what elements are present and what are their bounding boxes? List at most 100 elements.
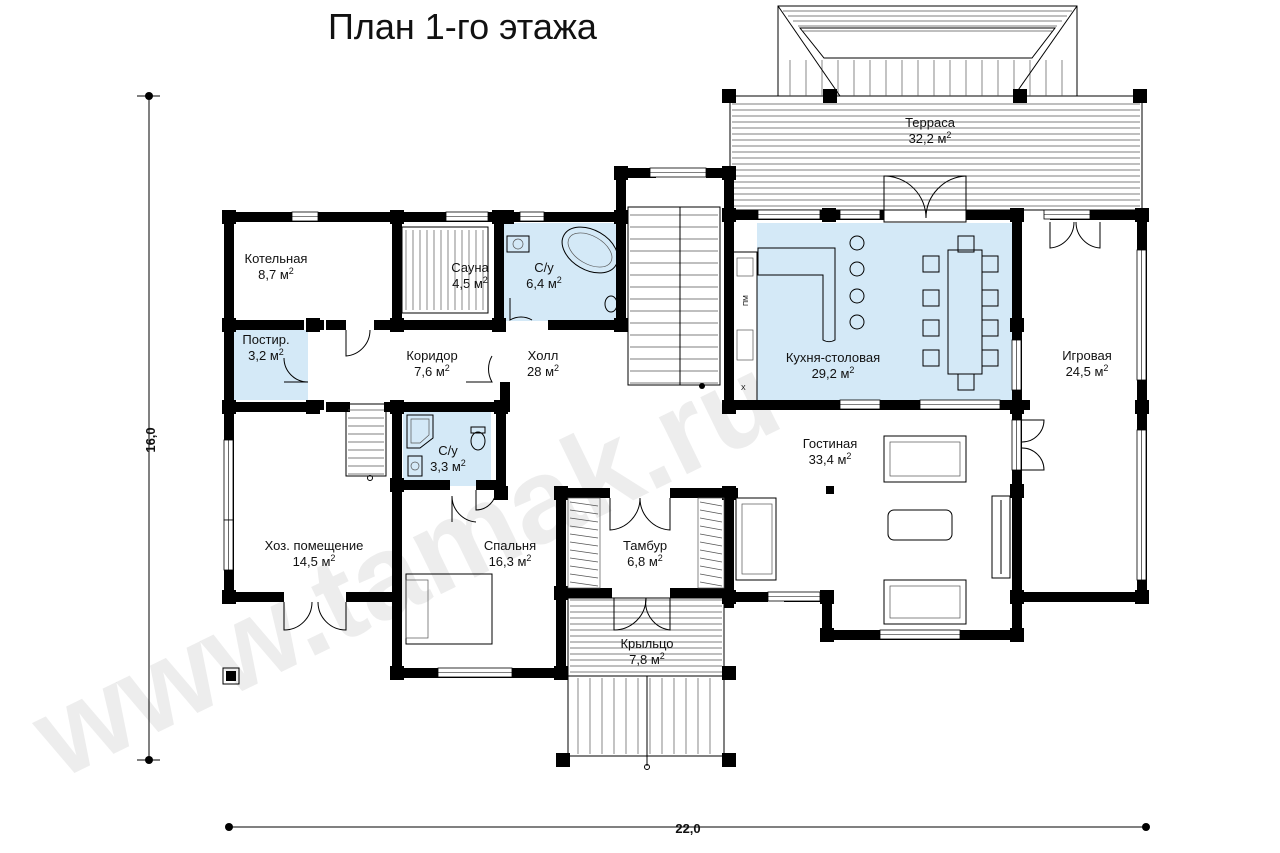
dishwasher-label: ПМ [743, 295, 750, 306]
room-area-unit: м [321, 554, 330, 569]
log-posts [222, 89, 1149, 767]
room-area: 29,2 м2 [812, 365, 855, 381]
room-area-unit: м [651, 652, 660, 667]
room-area-unit-sup: 2 [483, 275, 488, 285]
room-name: Холл [528, 348, 559, 363]
room-area: 32,2 м2 [909, 130, 952, 146]
room-area-unit: м [840, 366, 849, 381]
room-area-value: 3,2 [248, 348, 270, 363]
room-area-value: 14,5 [293, 554, 322, 569]
room-name: Сауна [451, 260, 489, 275]
room-area-unit-sup: 2 [946, 130, 951, 140]
room-name: Терраса [905, 115, 956, 130]
tv-stand [991, 495, 1011, 579]
wet-area-su1 [503, 223, 620, 321]
room-area: 6,8 м2 [627, 553, 663, 569]
room-area-value: 28 [527, 364, 545, 379]
wet-areas [232, 223, 1013, 486]
room-area-unit: м [280, 267, 289, 282]
room-area-unit-sup: 2 [279, 347, 284, 357]
room-area-value: 33,4 [809, 452, 838, 467]
room-area: 8,7 м2 [258, 266, 294, 282]
room-label-postir: Постир.3,2 м2 [242, 332, 289, 363]
room-area-unit: м [452, 459, 461, 474]
page-title: План 1-го этажа [328, 6, 597, 47]
room-label-su2: С/у3,3 м2 [430, 443, 466, 474]
room-area-value: 6,8 [627, 554, 649, 569]
room-area-value: 7,8 [629, 652, 651, 667]
room-area-value: 16,3 [489, 554, 518, 569]
room-name: С/у [534, 260, 554, 275]
room-name: Коридор [406, 348, 457, 363]
dimension-horizontal: 22,0 [225, 821, 1150, 836]
room-name: Гостиная [803, 436, 858, 451]
toilet-icon [604, 295, 618, 313]
room-area-value: 4,5 [452, 276, 474, 291]
room-area-unit: м [649, 554, 658, 569]
room-area-value: 3,3 [430, 459, 452, 474]
room-area: 4,5 м2 [452, 275, 488, 291]
room-name: Спальня [484, 538, 536, 553]
room-area-unit: м [436, 364, 445, 379]
dimension-width: 22,0 [675, 821, 700, 836]
room-name: Тамбур [623, 538, 667, 553]
room-name: Хоз. помещение [265, 538, 364, 553]
shower-icon [406, 414, 434, 449]
room-area-unit-sup: 2 [849, 365, 854, 375]
room-name: С/у [438, 443, 458, 458]
room-area-unit: м [517, 554, 526, 569]
bathtub-icon [561, 226, 619, 274]
watermark: www.tamak.ru [12, 328, 799, 804]
porch [567, 597, 725, 770]
room-area-unit-sup: 2 [846, 451, 851, 461]
room-area-unit-sup: 2 [557, 275, 562, 285]
room-area-value: 32,2 [909, 131, 938, 146]
room-name: Крыльцо [620, 636, 673, 651]
room-area: 14,5 м2 [293, 553, 336, 569]
room-area: 24,5 м2 [1066, 363, 1109, 379]
dimension-vertical: 16,0 [137, 92, 160, 764]
kitchen-counter [732, 251, 758, 403]
room-name: Кухня-столовая [786, 350, 880, 365]
wet-area-kitchen [757, 223, 1013, 401]
room-area: 3,2 м2 [248, 347, 284, 363]
room-area-value: 8,7 [258, 267, 280, 282]
room-area: 28 м2 [527, 363, 559, 379]
room-area: 6,4 м2 [526, 275, 562, 291]
room-area-unit: м [545, 364, 554, 379]
room-area-unit-sup: 2 [289, 266, 294, 276]
room-area: 16,3 м2 [489, 553, 532, 569]
room-area: 3,3 м2 [430, 458, 466, 474]
room-name: Игровая [1062, 348, 1112, 363]
room-area: 7,8 м2 [629, 651, 665, 667]
room-area-unit-sup: 2 [660, 651, 665, 661]
room-label-su1: С/у6,4 м2 [526, 260, 562, 291]
kitchen-island [757, 247, 836, 343]
room-name: Постир. [242, 332, 289, 347]
room-area-unit: м [270, 348, 279, 363]
furniture: ПМ Х [401, 226, 1011, 645]
room-area-unit-sup: 2 [445, 363, 450, 373]
room-area-unit-sup: 2 [658, 553, 663, 563]
toilet-icon [470, 431, 486, 451]
room-area-value: 6,4 [526, 276, 548, 291]
sofa [883, 435, 967, 483]
room-area-unit-sup: 2 [554, 363, 559, 373]
small-staircase [345, 403, 387, 481]
doors [283, 221, 1101, 631]
fridge-label: Х [741, 385, 746, 392]
room-area-unit-sup: 2 [526, 553, 531, 563]
room-area-unit: м [937, 131, 946, 146]
dimension-height: 16,0 [143, 427, 158, 452]
